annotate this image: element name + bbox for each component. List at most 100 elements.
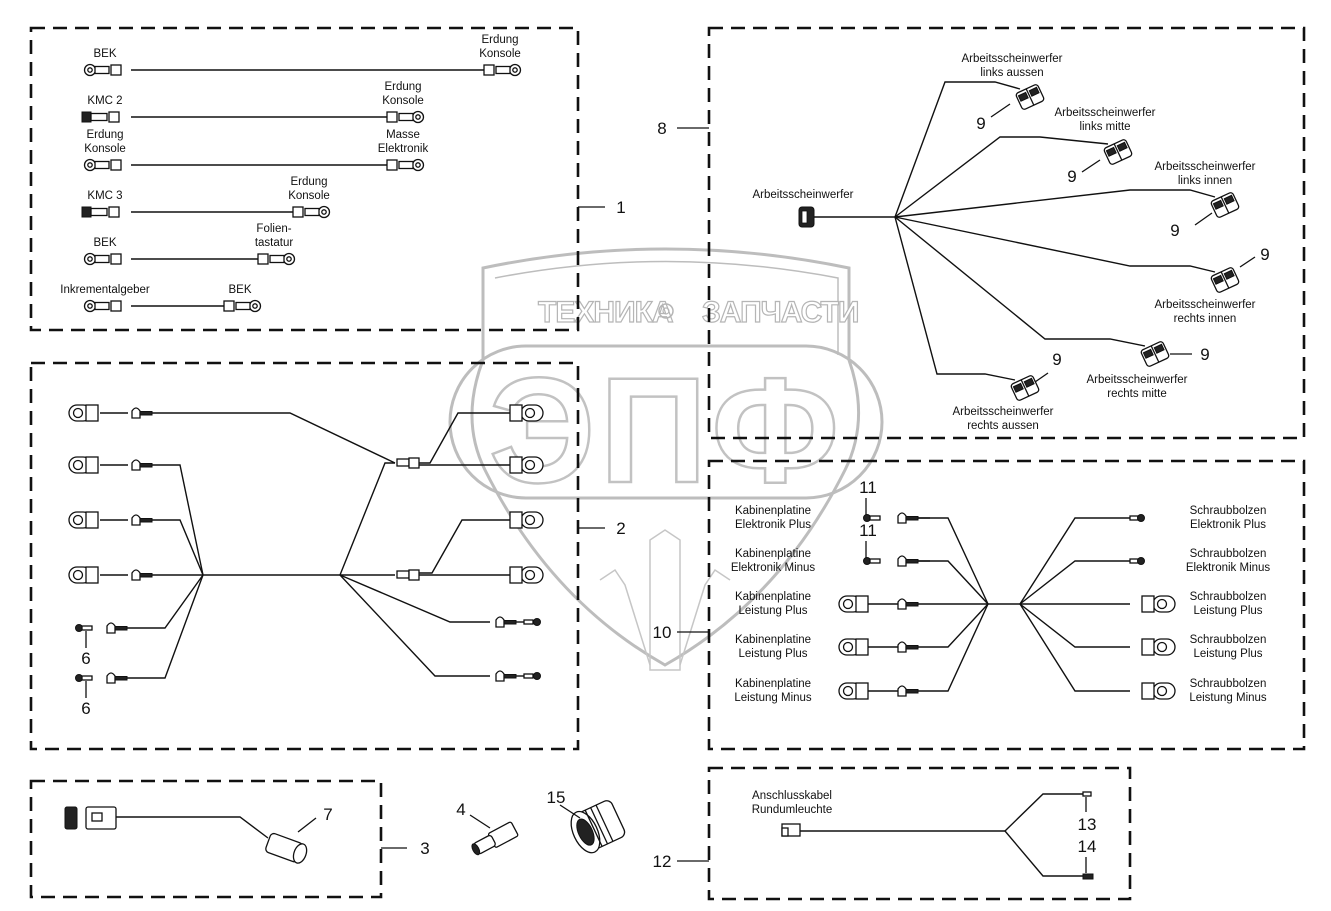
work-light-branch: 9 Arbeitsscheinwerfer links aussen (894, 53, 1063, 218)
socket-connector (265, 832, 308, 864)
label-line: Masse (386, 129, 420, 141)
branch-wire (1019, 603, 1130, 648)
watermark-shield (470, 247, 861, 667)
label-line: Arbeitsscheinwerfer (962, 53, 1063, 65)
insulation-sleeve (495, 616, 517, 628)
connector-divider (1220, 271, 1230, 289)
pin-terminal (863, 514, 881, 522)
terminal-13 (1082, 791, 1092, 797)
ring-sleeve (223, 300, 235, 312)
label-line: Leistung Plus (738, 648, 807, 660)
label-line: Elektronik (378, 143, 429, 155)
callout-15: 15 (547, 788, 566, 807)
pin-crimp (869, 515, 881, 521)
label-line: links mitte (1079, 121, 1130, 133)
label-line: Kabinenplatine (735, 634, 811, 646)
label-line: Elektronik Minus (731, 562, 816, 574)
lug-barrel (1141, 595, 1155, 613)
lug-barrel (1141, 638, 1155, 656)
insulation-sleeve (897, 685, 919, 697)
wire (419, 412, 510, 464)
ring-terminal (83, 63, 122, 77)
lug-barrel (509, 404, 523, 422)
insulation-sleeve (131, 569, 153, 581)
label-line: BEK (93, 237, 116, 249)
callout-11: 11 (859, 521, 877, 540)
label-line: Schraubbolzen (1190, 678, 1267, 690)
ring-terminal (223, 299, 262, 313)
cable-lug (1141, 638, 1176, 656)
watermark-text-left: ТЕХНИКА (538, 296, 673, 329)
group-box-8 (707, 26, 1306, 440)
work-light-connector (1015, 84, 1045, 110)
label-line: Konsole (288, 190, 330, 202)
pin-eye (533, 618, 541, 626)
connector-latch (1116, 141, 1128, 152)
plug-head (81, 206, 92, 218)
label-line: BEK (93, 48, 116, 60)
sleeve-tail (114, 626, 128, 631)
pin-eye (1137, 514, 1145, 522)
label-line: Erdung (481, 34, 518, 46)
work-light-connector (1210, 192, 1240, 218)
connector-latch (1212, 199, 1224, 210)
label-line: links innen (1178, 175, 1232, 187)
callout-leader (1194, 212, 1213, 226)
sleeve-tail (905, 559, 919, 564)
label-line: Schraubbolzen (1190, 591, 1267, 603)
callout-9: 9 (976, 114, 985, 133)
lug-hole (72, 459, 84, 471)
ring-crimp (94, 65, 110, 75)
ring-sleeve (110, 253, 122, 265)
insulation-sleeve (131, 514, 153, 526)
branch-wire (894, 216, 1016, 381)
cable-lug (838, 595, 869, 613)
branch-wire (918, 603, 989, 648)
ring-sleeve (110, 64, 122, 76)
label-line: Leistung Minus (734, 692, 812, 704)
lug-hole (72, 514, 84, 526)
beacon-connector-pin (781, 827, 789, 837)
work-light-connector (1103, 139, 1133, 165)
pin-crimp (81, 675, 93, 681)
cable-lug (1141, 682, 1176, 700)
connector-divider (1220, 196, 1230, 214)
connector-cap (64, 806, 78, 830)
watermark-text-right: ЗАПЧАСТИ (702, 296, 858, 329)
connector-latch (1223, 194, 1235, 205)
ring-sleeve (110, 300, 122, 312)
label-line: links aussen (980, 67, 1043, 79)
wire (339, 462, 395, 576)
wire (116, 816, 269, 839)
insulation-sleeve (106, 622, 128, 634)
ring-terminal (83, 299, 122, 313)
part-round-connector (570, 800, 626, 854)
plug-sleeve (108, 111, 120, 123)
branch-wire (894, 189, 1216, 218)
callout-6: 6 (81, 699, 90, 718)
label-line: Arbeitsscheinwerfer (753, 189, 854, 201)
pin-terminal (75, 624, 93, 632)
callout-9: 9 (1170, 221, 1179, 240)
branch-wire (918, 517, 989, 605)
lug-barrel (85, 456, 99, 474)
plug-sleeve (108, 206, 120, 218)
ring-crimp (94, 254, 110, 264)
ring-sleeve (483, 64, 495, 76)
insulation-sleeve (897, 555, 919, 567)
ring-sleeve (257, 253, 269, 265)
callout-leader (297, 817, 317, 833)
lug-hole (524, 569, 536, 581)
callout-9: 9 (1052, 350, 1061, 369)
